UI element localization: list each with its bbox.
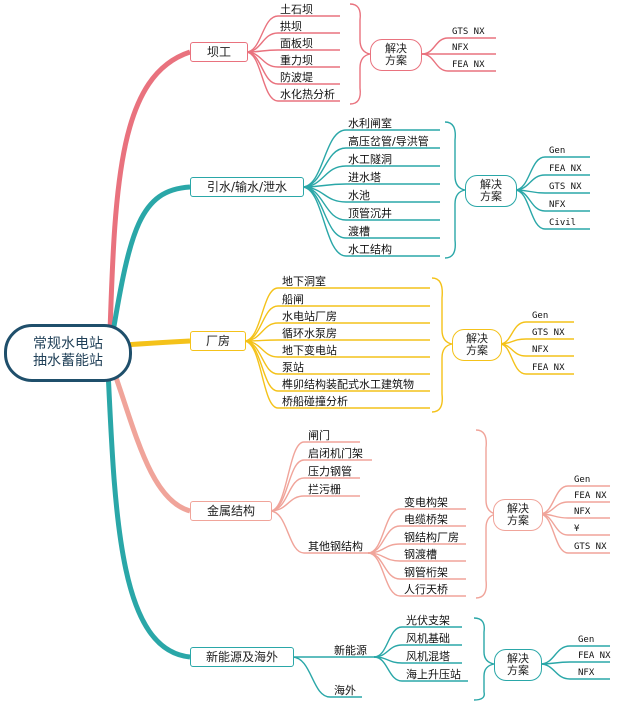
- metal-sub-title: 其他钢结构: [308, 540, 363, 553]
- newenergy-sub-item: 风机混塔: [406, 650, 450, 663]
- water-item: 水工结构: [348, 243, 392, 256]
- metal-item: 压力钢管: [308, 465, 352, 478]
- metal-solution: NFX: [574, 507, 591, 517]
- dam-solution-node: 解决 方案: [370, 39, 422, 71]
- solution-label-2: 方案: [466, 344, 488, 357]
- plant-solution: Gen: [532, 311, 549, 321]
- newenergy-solution: NFX: [578, 668, 595, 678]
- dam-solution: FEA NX: [452, 60, 485, 70]
- root-line-2: 抽水蓄能站: [33, 353, 103, 369]
- water-item: 渡槽: [348, 225, 370, 238]
- metal-solution: ¥: [574, 524, 580, 534]
- metal-sub-item: 钢结构厂房: [404, 531, 459, 544]
- plant-item: 桥船碰撞分析: [282, 395, 348, 408]
- plant-solution: FEA NX: [532, 363, 565, 373]
- water-solution: NFX: [549, 200, 566, 210]
- solution-label-2: 方案: [507, 664, 529, 677]
- dam-item: 面板坝: [280, 37, 313, 50]
- plant-item: 地下洞室: [282, 275, 326, 288]
- metal-solution: FEA NX: [574, 491, 607, 501]
- dam-item: 重力坝: [280, 54, 313, 67]
- metal-sub-item: 人行天桥: [404, 583, 448, 596]
- branch-dam: 坝工: [190, 42, 248, 62]
- dam-item: 拱坝: [280, 20, 302, 33]
- water-item: 水利闸室: [348, 117, 392, 130]
- newenergy-solution: FEA NX: [578, 651, 611, 661]
- metal-solution: GTS NX: [574, 542, 607, 552]
- solution-label-1: 解决: [385, 42, 407, 55]
- plant-item: 榫卯结构装配式水工建筑物: [282, 378, 414, 391]
- root-node: 常规水电站 抽水蓄能站: [4, 324, 132, 382]
- metal-item: 启闭机门架: [308, 447, 363, 460]
- dam-solution: NFX: [452, 43, 469, 53]
- branch-new-energy: 新能源及海外: [190, 647, 294, 667]
- plant-item: 泵站: [282, 361, 304, 374]
- metal-solution: Gen: [574, 475, 591, 485]
- dam-solution: GTS NX: [452, 27, 485, 37]
- dam-item: 防波堤: [280, 71, 313, 84]
- dam-item: 水化热分析: [280, 88, 335, 101]
- plant-item: 船闸: [282, 293, 304, 306]
- newenergy-sub-title: 新能源: [334, 644, 367, 657]
- water-item: 高压岔管/导洪管: [348, 135, 429, 148]
- metal-item: 拦污栅: [308, 483, 341, 496]
- solution-label-2: 方案: [385, 54, 407, 67]
- water-solution-node: 解决 方案: [465, 175, 517, 207]
- newenergy-sub-item: 海上升压站: [406, 668, 461, 681]
- plant-solution: GTS NX: [532, 328, 565, 338]
- overseas-item: 海外: [334, 684, 356, 697]
- newenergy-solution-node: 解决 方案: [494, 649, 542, 681]
- metal-sub-item: 电缆桥架: [404, 513, 448, 526]
- water-item: 进水塔: [348, 171, 381, 184]
- plant-item: 循环水泵房: [282, 327, 337, 340]
- water-solution: FEA NX: [549, 164, 582, 174]
- solution-label-1: 解决: [480, 178, 502, 191]
- metal-sub-item: 钢渡槽: [404, 548, 437, 561]
- water-item: 水池: [348, 189, 370, 202]
- water-solution: Gen: [549, 146, 566, 156]
- metal-sub-item: 钢管桁架: [404, 566, 448, 579]
- water-solution: GTS NX: [549, 182, 582, 192]
- newenergy-sub-item: 光伏支架: [406, 614, 450, 627]
- newenergy-solution: Gen: [578, 635, 595, 645]
- water-item: 水工隧洞: [348, 153, 392, 166]
- dam-item: 土石坝: [280, 3, 313, 16]
- plant-solution: NFX: [532, 345, 549, 355]
- solution-label-1: 解决: [507, 502, 529, 515]
- metal-solution-node: 解决 方案: [493, 499, 543, 531]
- solution-label-2: 方案: [507, 514, 529, 527]
- solution-label-1: 解决: [466, 332, 488, 345]
- solution-label-2: 方案: [480, 190, 502, 203]
- solution-label-1: 解决: [507, 652, 529, 665]
- branch-plant: 厂房: [190, 331, 246, 351]
- branch-water: 引水/输水/泄水: [190, 177, 304, 197]
- plant-item: 水电站厂房: [282, 310, 337, 323]
- water-item: 顶管沉井: [348, 207, 392, 220]
- metal-sub-item: 变电构架: [404, 496, 448, 509]
- root-line-1: 常规水电站: [33, 336, 103, 352]
- plant-solution-node: 解决 方案: [452, 329, 502, 361]
- metal-item: 闸门: [308, 429, 330, 442]
- newenergy-sub-item: 风机基础: [406, 632, 450, 645]
- water-solution: Civil: [549, 218, 577, 228]
- branch-metal: 金属结构: [190, 501, 272, 521]
- plant-item: 地下变电站: [282, 344, 337, 357]
